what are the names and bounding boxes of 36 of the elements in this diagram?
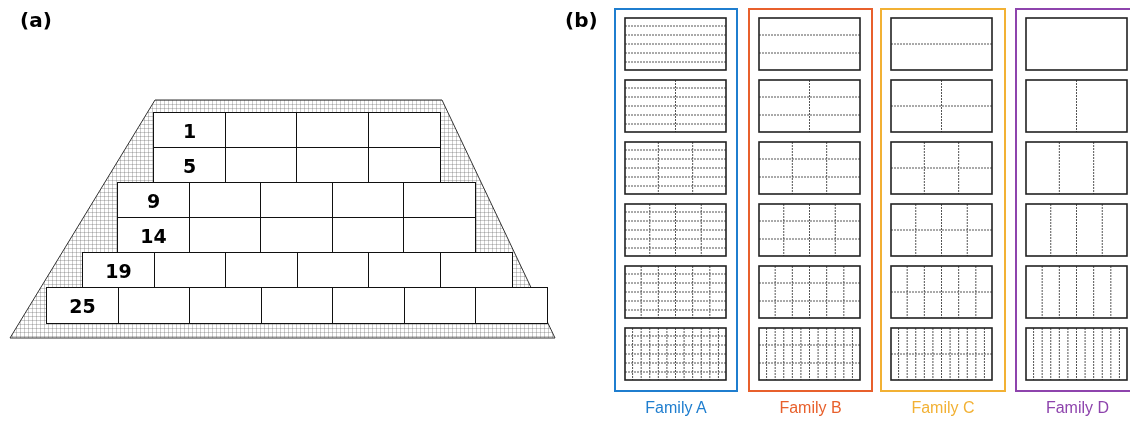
grid-rectangle [1025, 265, 1128, 319]
family-label: Family C [910, 399, 976, 417]
family-label: Family D [1044, 399, 1111, 417]
grid-rectangle [1025, 79, 1128, 133]
grid-rectangle [1025, 203, 1128, 257]
grid-rectangle [624, 265, 727, 319]
numbered-cell: 14 [117, 217, 190, 254]
numbered-cell: 1 [153, 112, 226, 149]
panel-label: (a) [20, 8, 52, 32]
grid-rectangle [624, 17, 727, 71]
grid-rectangle [624, 327, 727, 381]
grid-rectangle [758, 17, 861, 71]
grid-rectangle [758, 265, 861, 319]
numbered-cell: 19 [82, 252, 155, 289]
grid-rectangle [624, 203, 727, 257]
grid-rectangle [758, 327, 861, 381]
numbered-cell: 5 [153, 147, 226, 184]
grid-rectangle [1025, 327, 1128, 381]
grid-rectangle [758, 203, 861, 257]
grid-rectangle [624, 141, 727, 195]
grid-rectangle [890, 79, 993, 133]
grid-rectangle [758, 141, 861, 195]
family-label: Family A [644, 399, 708, 417]
grid-rectangle [890, 203, 993, 257]
grid-rectangle [624, 79, 727, 133]
grid-rectangle [890, 265, 993, 319]
grid-rectangle [890, 17, 993, 71]
family-label: Family B [778, 399, 843, 417]
numbered-cell: 25 [46, 287, 119, 324]
grid-rectangle [1025, 141, 1128, 195]
panel-label: (b) [565, 8, 598, 32]
grid-rectangle [1025, 17, 1128, 71]
numbered-cell: 9 [117, 182, 190, 219]
grid-rectangle [890, 327, 993, 381]
grid-rectangle [890, 141, 993, 195]
grid-rectangle [758, 79, 861, 133]
